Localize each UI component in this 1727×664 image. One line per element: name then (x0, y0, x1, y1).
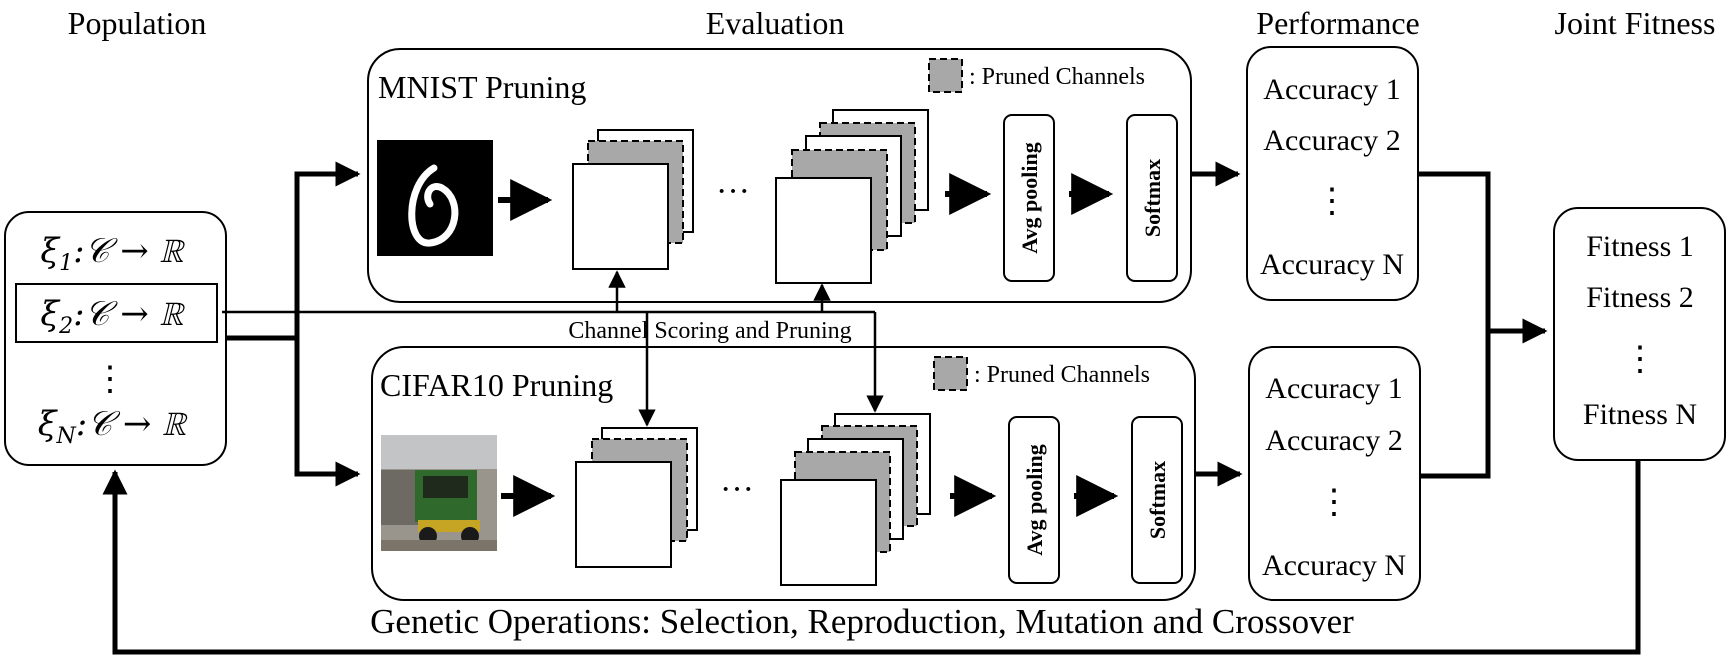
cifar-legend-label: : Pruned Channels (974, 362, 1150, 388)
performance-to-fitness-connector (1418, 171, 1548, 479)
fitness-1: Fitness 1 (1586, 230, 1694, 263)
header-joint-fitness: Joint Fitness (1555, 5, 1716, 41)
cifar-feature-map-2 (780, 413, 931, 586)
fitness-ellipsis: ⋮ (1623, 341, 1657, 378)
fitness-2: Fitness 2 (1586, 281, 1694, 314)
performance-mnist-box: Accuracy 1 Accuracy 2 ⋮ Accuracy N (1246, 46, 1419, 301)
cifar-truck-image (381, 435, 497, 551)
mnist-feature-map-1 (572, 129, 694, 270)
population-item-2-highlight (15, 283, 218, 343)
channel-scoring-arrows (608, 270, 884, 427)
performance-cifar-box: Accuracy 1 Accuracy 2 ⋮ Accuracy N (1248, 346, 1421, 601)
fitness-n: Fitness N (1583, 398, 1697, 431)
cifar-pruning-panel: CIFAR10 Pruning : Pruned Channels ··· (371, 346, 1196, 601)
cifar-feature-map-1 (575, 427, 698, 568)
mnist-legend-label: : Pruned Channels (969, 64, 1145, 90)
accuracy-cifar-n: Accuracy N (1262, 549, 1406, 582)
fitness-box: Fitness 1 Fitness 2 ⋮ Fitness N (1553, 207, 1726, 461)
genetic-feedback-loop (102, 460, 1641, 655)
accuracy-mnist-2: Accuracy 2 (1263, 124, 1400, 157)
accuracy-cifar-2: Accuracy 2 (1265, 424, 1402, 457)
genetic-operations-label: Genetic Operations: Selection, Reproduct… (370, 602, 1354, 641)
header-population: Population (68, 5, 207, 41)
mnist-title: MNIST Pruning (378, 69, 586, 105)
mnist-digit-image (377, 140, 493, 256)
accuracy-mnist-1: Accuracy 1 (1263, 73, 1400, 106)
cifar-softmax-box: Softmax (1131, 416, 1183, 584)
population-item-2: ξ2:𝒞 → ℝ (40, 294, 185, 339)
population-ellipsis: ⋮ (93, 361, 127, 398)
accuracy-cifar-ellipsis: ⋮ (1317, 484, 1351, 521)
population-branch-connector (226, 161, 361, 487)
accuracy-cifar-1: Accuracy 1 (1265, 372, 1402, 405)
cifar-dots: ··· (720, 471, 754, 508)
mnist-avg-pooling-box: Avg pooling (1003, 114, 1055, 282)
cifar-softmax-label: Softmax (1145, 461, 1170, 539)
channel-scoring-label: Channel Scoring and Pruning (568, 318, 851, 344)
cifar-avg-pooling-label: Avg pooling (1022, 444, 1047, 555)
mnist-avg-pooling-label: Avg pooling (1017, 142, 1042, 253)
accuracy-mnist-ellipsis: ⋮ (1315, 183, 1349, 220)
mnist-legend-swatch (928, 58, 963, 93)
population-item-1: ξ1:𝒞 → ℝ (40, 231, 185, 276)
mnist-softmax-label: Softmax (1140, 159, 1165, 237)
mnist-dots: ··· (716, 173, 750, 210)
population-box: ξ1:𝒞 → ℝ ξ2:𝒞 → ℝ ⋮ ξN:𝒞 → ℝ (4, 211, 227, 466)
header-evaluation: Evaluation (706, 5, 845, 41)
accuracy-mnist-n: Accuracy N (1260, 248, 1404, 281)
header-performance: Performance (1256, 5, 1419, 41)
mnist-feature-map-2 (775, 109, 929, 284)
cifar-avg-pooling-box: Avg pooling (1008, 416, 1060, 584)
population-item-n: ξN:𝒞 → ℝ (38, 404, 188, 449)
mnist-pruning-panel: MNIST Pruning : Pruned Channels ··· Avg … (367, 48, 1192, 303)
mnist-softmax-box: Softmax (1126, 114, 1178, 282)
cifar-legend-swatch (933, 356, 968, 391)
cifar-title: CIFAR10 Pruning (380, 367, 613, 403)
